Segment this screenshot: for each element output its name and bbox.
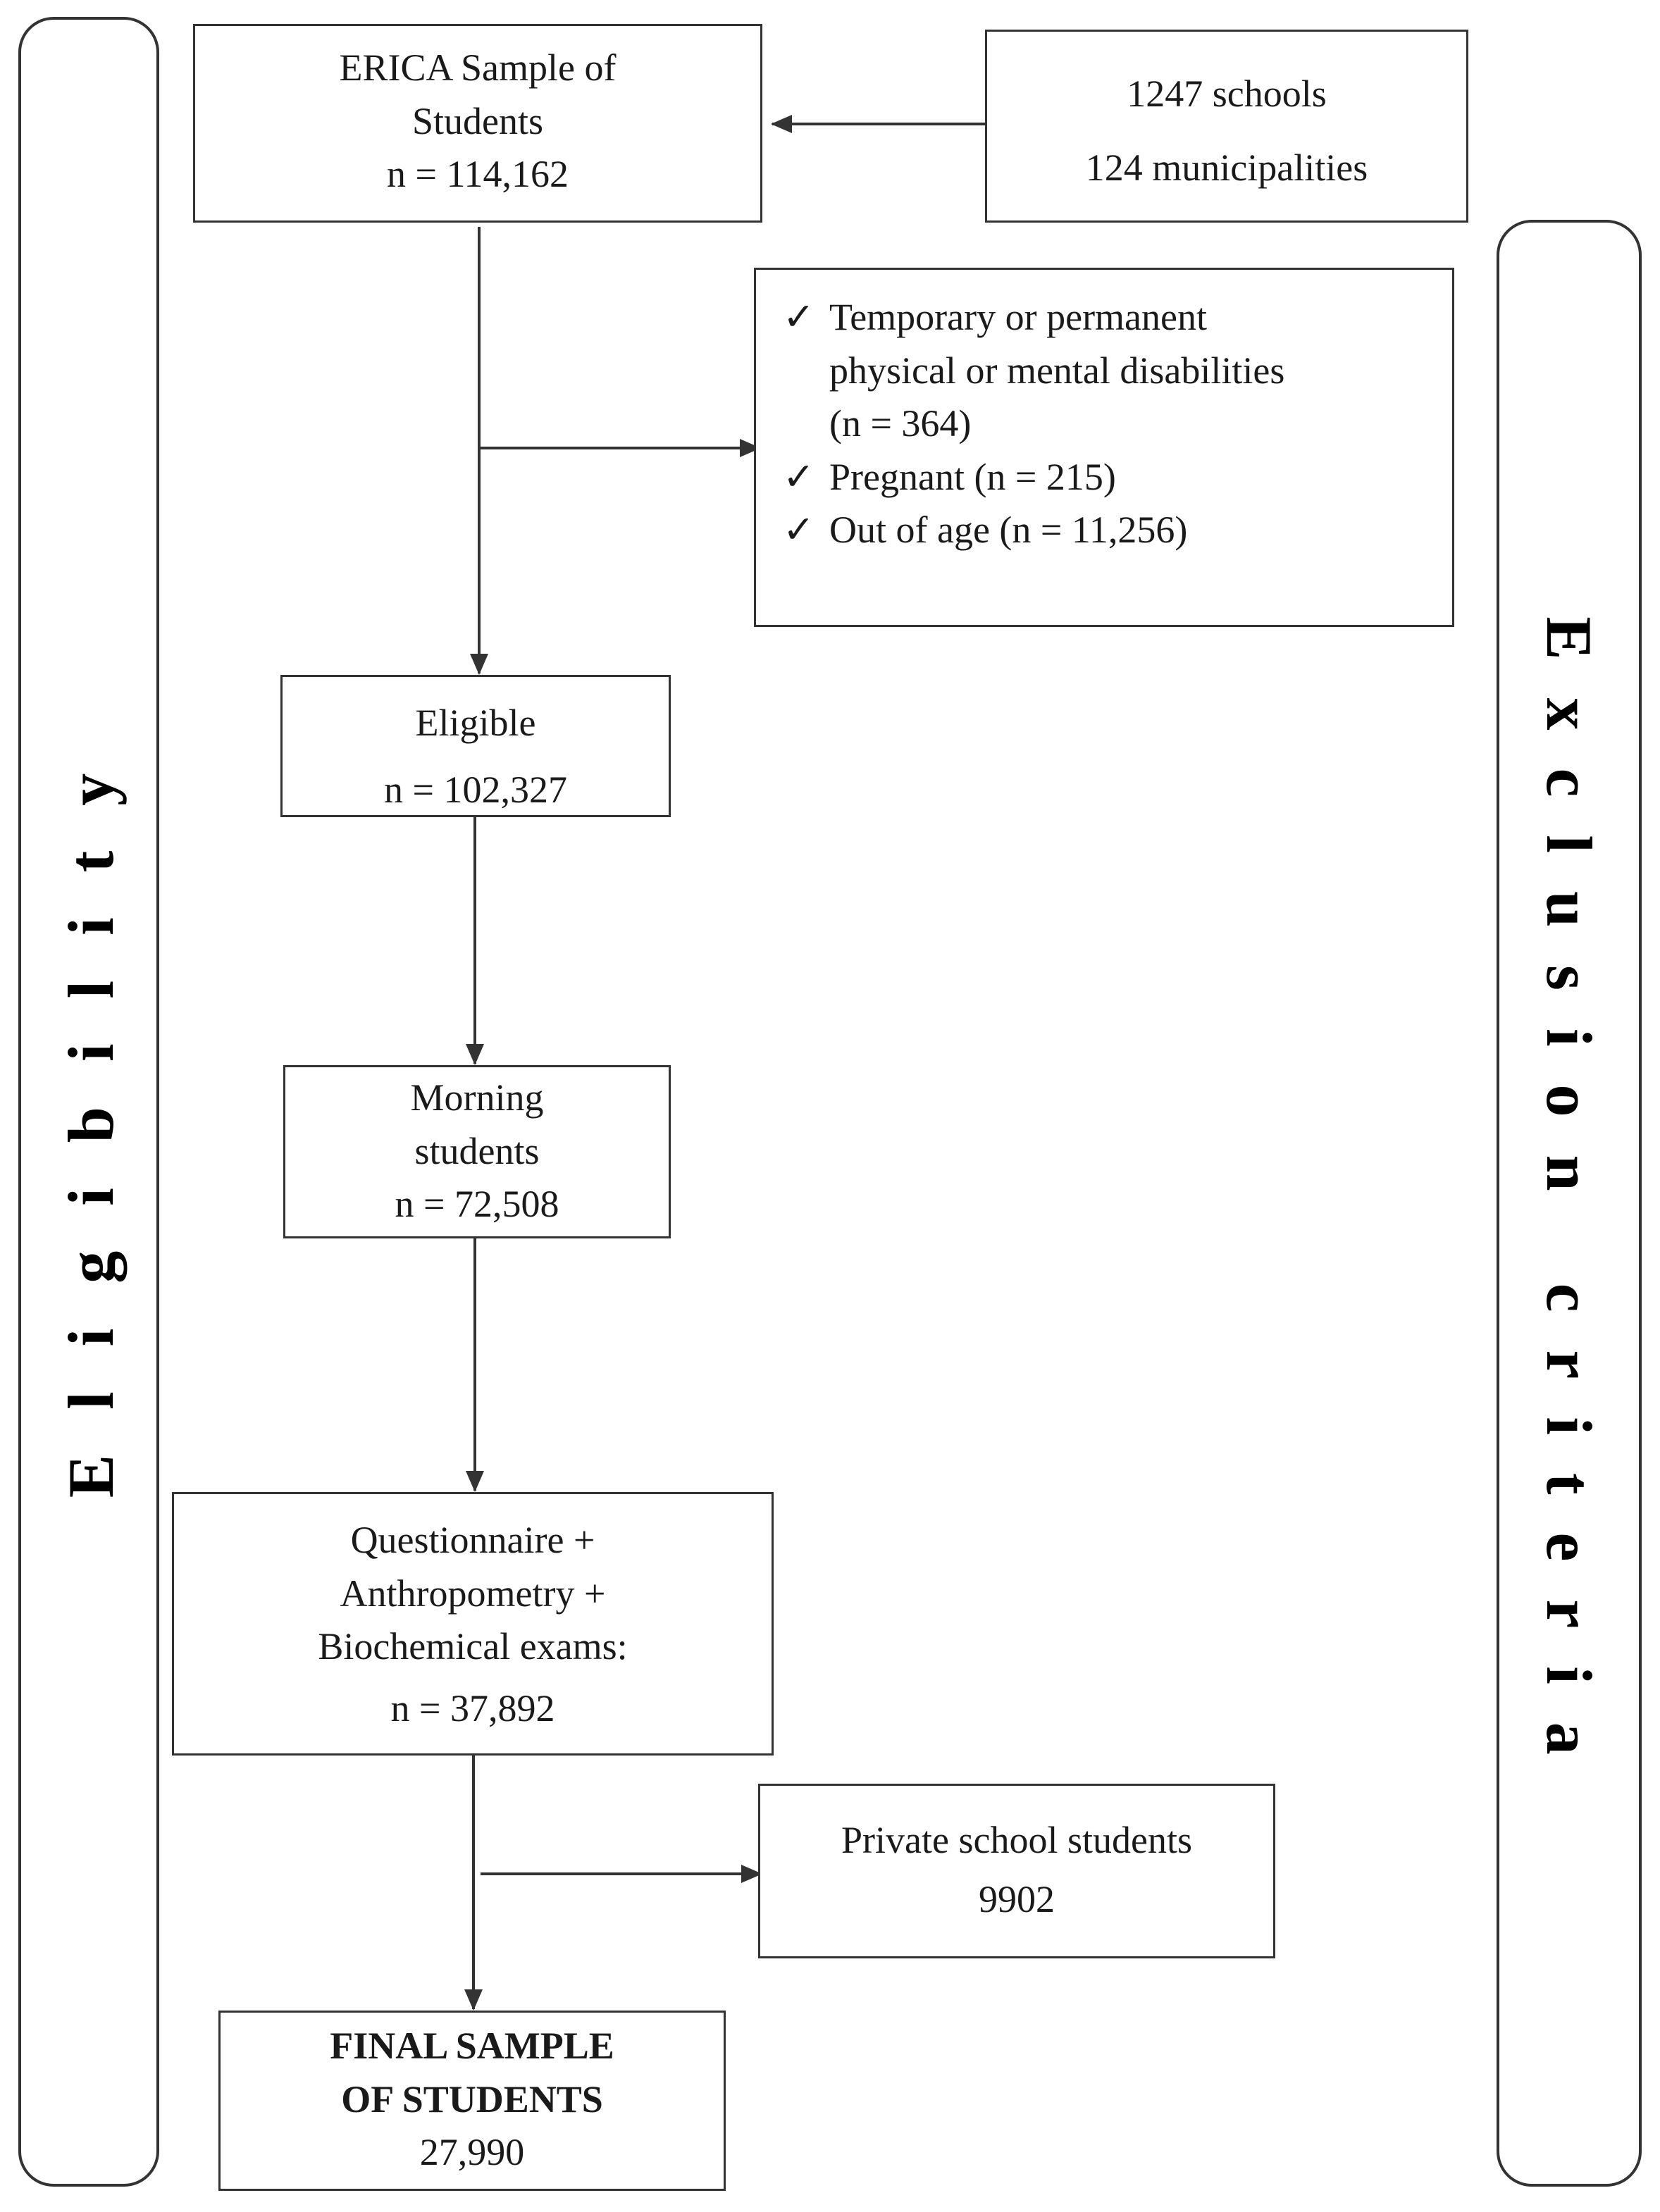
exclusions-box: ✓ Temporary or permanent physical or men…	[754, 268, 1454, 627]
morning-line-1: Morning	[410, 1076, 544, 1119]
erica-line-1: ERICA Sample of	[339, 46, 617, 89]
eligible-line-2: n = 102,327	[384, 768, 567, 811]
eligible-box: Eligible n = 102,327	[280, 675, 671, 817]
exclusion-item: ✓ Out of age (n = 11,256)	[783, 504, 1438, 557]
exclusion-out-of-age: Out of age (n = 11,256)	[829, 509, 1188, 552]
schools-box: 1247 schools 124 municipalities	[985, 30, 1468, 223]
erica-line-2: Students	[411, 99, 544, 142]
eligibility-panel	[18, 17, 159, 2187]
questionnaire-box: Questionnaire + Anthropometry + Biochemi…	[172, 1492, 774, 1756]
questionnaire-line-3: Biochemical exams:	[318, 1625, 628, 1668]
final-title-line-2: OF STUDENTS	[341, 2077, 603, 2120]
morning-students-box: Morning students n = 72,508	[283, 1065, 671, 1238]
check-icon: ✓	[783, 509, 815, 552]
questionnaire-line-1: Questionnaire +	[350, 1519, 595, 1561]
erica-line-3: n = 114,162	[387, 153, 569, 196]
final-count: 27,990	[419, 2131, 525, 2174]
erica-sample-box: ERICA Sample of Students n = 114,162	[193, 24, 762, 223]
morning-line-3: n = 72,508	[395, 1183, 559, 1226]
final-sample-box: FINAL SAMPLE OF STUDENTS 27,990	[218, 2011, 726, 2191]
exclusion-item: ✓ Temporary or permanent physical or men…	[783, 291, 1438, 451]
questionnaire-line-2: Anthropometry +	[340, 1572, 606, 1615]
exclusion-disability-line-3: (n = 364)	[829, 402, 972, 445]
exclusion-disability-line-2: physical or mental disabilities	[829, 349, 1285, 392]
morning-line-2: students	[414, 1129, 540, 1172]
check-icon: ✓	[783, 296, 815, 338]
exclusion-item: ✓ Pregnant (n = 215)	[783, 451, 1438, 504]
check-icon: ✓	[783, 455, 815, 498]
schools-line-2: 124 municipalities	[1085, 147, 1368, 189]
exclusion-criteria-panel	[1497, 220, 1642, 2187]
eligible-line-1: Eligible	[415, 702, 536, 744]
private-line-1: Private school students	[841, 1819, 1192, 1861]
private-school-box: Private school students 9902	[758, 1784, 1275, 1958]
questionnaire-line-4: n = 37,892	[390, 1686, 555, 1729]
final-title-line-1: FINAL SAMPLE	[330, 2025, 614, 2067]
private-line-2: 9902	[979, 1877, 1055, 1920]
exclusion-pregnant: Pregnant (n = 215)	[829, 455, 1116, 498]
exclusion-list: ✓ Temporary or permanent physical or men…	[783, 291, 1438, 557]
schools-line-1: 1247 schools	[1127, 73, 1327, 115]
exclusion-disability-line-1: Temporary or permanent	[829, 296, 1207, 338]
